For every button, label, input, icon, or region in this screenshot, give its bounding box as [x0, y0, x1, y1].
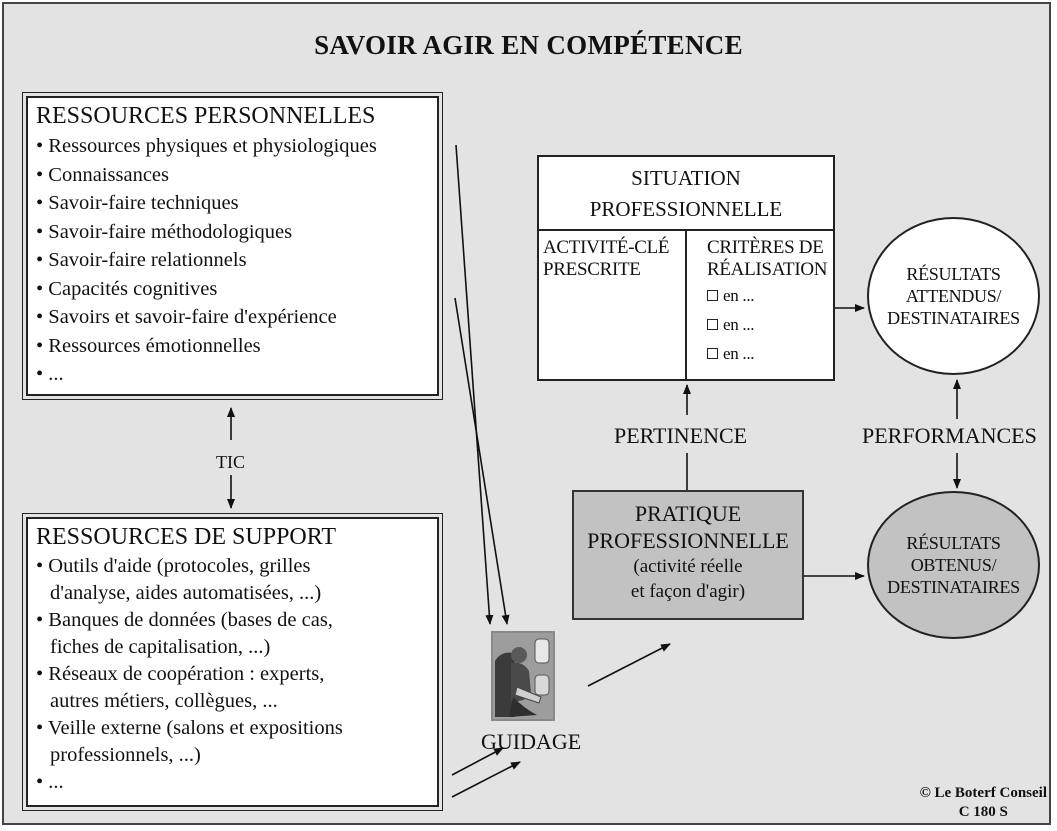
obtenus-line1: RÉSULTATS	[906, 533, 1001, 553]
attendus-line2: ATTENDUS/	[905, 286, 1002, 306]
ressources-support-title: RESSOURCES DE SUPPORT	[36, 524, 336, 550]
situation-professionnelle-box: SITUATION PROFESSIONNELLE ACTIVITÉ-CLÉ P…	[537, 155, 835, 381]
pratique-line2: PROFESSIONNELLE	[587, 528, 789, 553]
list-item: • Savoir-faire techniques	[36, 192, 239, 214]
obtenus-line3: DESTINATAIRES	[887, 577, 1020, 597]
situation-title-line1: SITUATION	[631, 166, 741, 190]
criteres-line1: CRITÈRES DE	[707, 237, 824, 258]
copyright-line1: © Le Boterf Conseil	[919, 785, 1047, 801]
list-item: • Savoir-faire relationnels	[36, 249, 247, 271]
checkbox-icon	[707, 319, 718, 330]
guidage-to-pratique-arrow	[587, 643, 671, 687]
resultats-obtenus-ellipse: RÉSULTATS OBTENUS/ DESTINATAIRES	[867, 491, 1040, 639]
copyright-line2: C 180 S	[958, 804, 1008, 820]
list-item: • ...	[36, 363, 64, 385]
list-item: • Capacités cognitives	[36, 277, 218, 300]
tic-label: TIC	[216, 452, 245, 472]
situation-header: SITUATION PROFESSIONNELLE	[539, 157, 833, 231]
obtenus-line2: OBTENUS/	[910, 555, 997, 575]
copyright: © Le Boterf Conseil C 180 S	[920, 784, 1047, 822]
support-to-guidage-arrow	[451, 747, 504, 776]
activite-cle-cell: ACTIVITÉ-CLÉ PRESCRITE	[543, 237, 670, 281]
list-item: • Réseaux de coopération : experts, autr…	[36, 663, 325, 712]
checkbox-item: en ...	[707, 339, 827, 368]
pratique-line4: et façon d'agir)	[630, 581, 746, 602]
ressources-support-box: RESSOURCES DE SUPPORT • Outils d'aide (p…	[22, 513, 443, 811]
criteres-line2: RÉALISATION	[707, 259, 828, 280]
situation-divider	[685, 231, 687, 381]
pratique-line1: PRATIQUE	[634, 501, 742, 526]
support-to-guidage-arrow-2	[451, 761, 521, 798]
resultats-attendus-ellipse: RÉSULTATS ATTENDUS/ DESTINATAIRES	[867, 217, 1040, 375]
list-item: • Connaissances	[36, 163, 169, 186]
ressources-personnelles-box: RESSOURCES PERSONNELLES • Ressources phy…	[22, 92, 443, 400]
personnelles-to-guidage-arrow	[455, 144, 494, 625]
list-item: • Ressources physiques et physiologiques	[36, 135, 377, 157]
checkbox-item: en ...	[707, 310, 827, 339]
list-item: • Banques de données (bases de cas, fich…	[36, 609, 333, 658]
situation-title-line2: PROFESSIONNELLE	[589, 197, 783, 221]
attendus-line3: DESTINATAIRES	[887, 308, 1020, 328]
pratique-professionnelle-box: PRATIQUE PROFESSIONNELLE (activité réell…	[572, 490, 804, 620]
list-item: • Outils d'aide (protocoles, grilles d'a…	[36, 555, 322, 604]
performances-label: PERFORMANCES	[862, 423, 1037, 448]
list-item: • ...	[36, 771, 64, 793]
pertinence-label: PERTINENCE	[614, 423, 748, 448]
list-item: • Savoir-faire méthodologiques	[36, 220, 293, 243]
list-item: • Veille externe (salons et expositions …	[36, 717, 343, 766]
checkbox-icon	[707, 290, 718, 301]
ressources-personnelles-title: RESSOURCES PERSONNELLES	[36, 103, 376, 129]
checkbox-item: en ...	[707, 281, 827, 310]
pratique-line3: (activité réelle	[633, 556, 743, 577]
list-item: • Savoirs et savoir-faire d'expérience	[36, 306, 337, 328]
attendus-line1: RÉSULTATS	[906, 264, 1001, 284]
list-item: • Ressources émotionnelles	[36, 334, 261, 357]
guidage-photo	[491, 631, 555, 721]
checkbox-icon	[707, 348, 718, 359]
activite-line2: PRESCRITE	[543, 259, 641, 280]
ressources-personnelles-list: • Ressources physiques et physiologiques…	[36, 132, 437, 389]
activite-line1: ACTIVITÉ-CLÉ	[543, 237, 670, 258]
person-seated-icon	[491, 631, 555, 721]
criteres-cell: CRITÈRES DE RÉALISATION en ... en ... en…	[707, 237, 828, 368]
ressources-support-list: • Outils d'aide (protocoles, grilles d'a…	[36, 553, 376, 796]
personnelles-to-guidage-arrow-2	[454, 297, 510, 625]
diagram-title: SAVOIR AGIR EN COMPÉTENCE	[314, 30, 743, 60]
